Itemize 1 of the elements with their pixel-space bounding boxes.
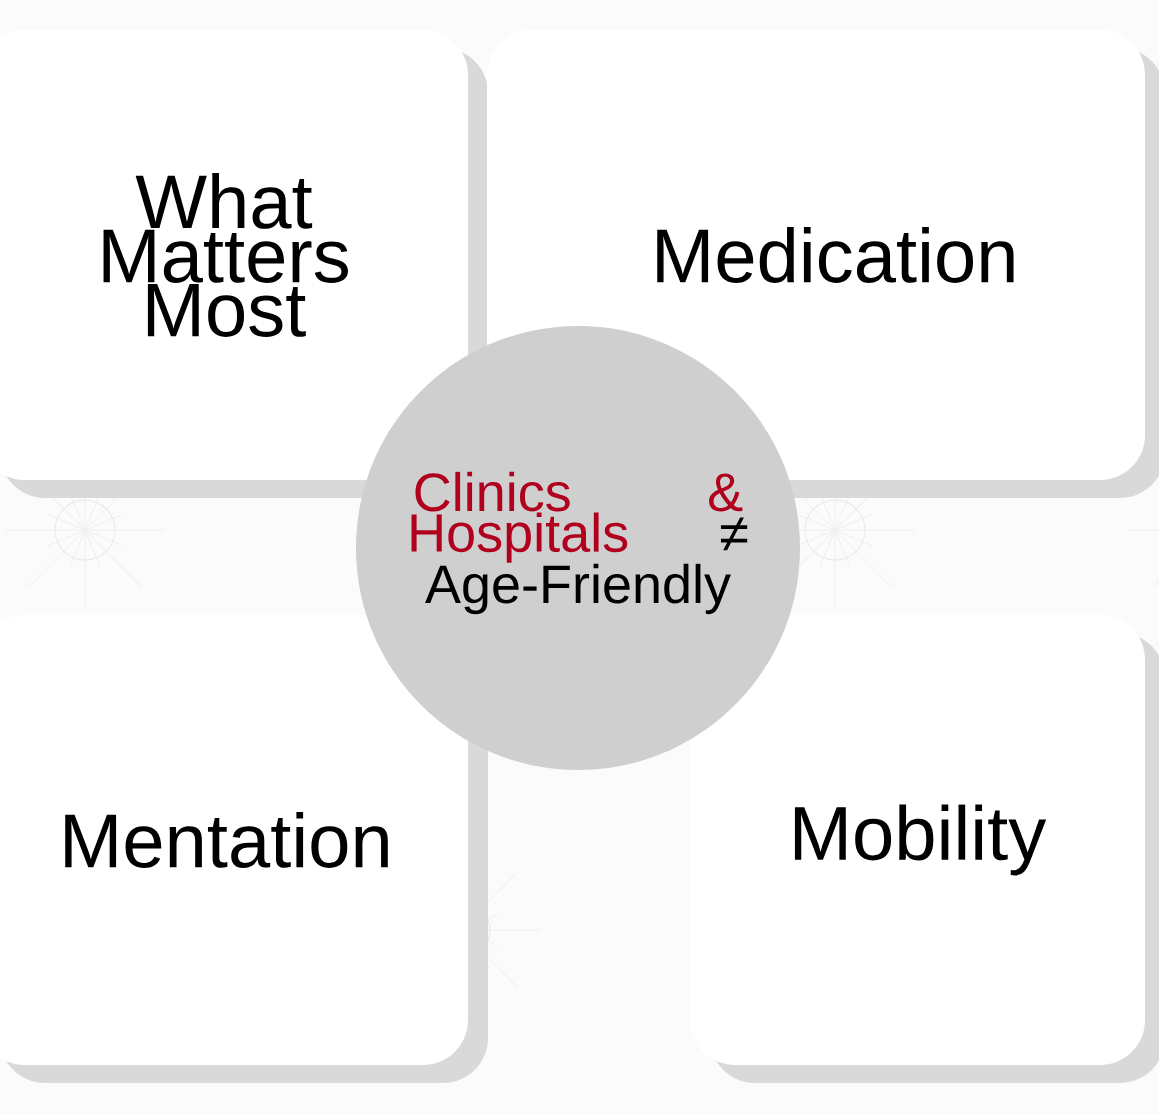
- rounded-box: Mobility: [690, 615, 1159, 1083]
